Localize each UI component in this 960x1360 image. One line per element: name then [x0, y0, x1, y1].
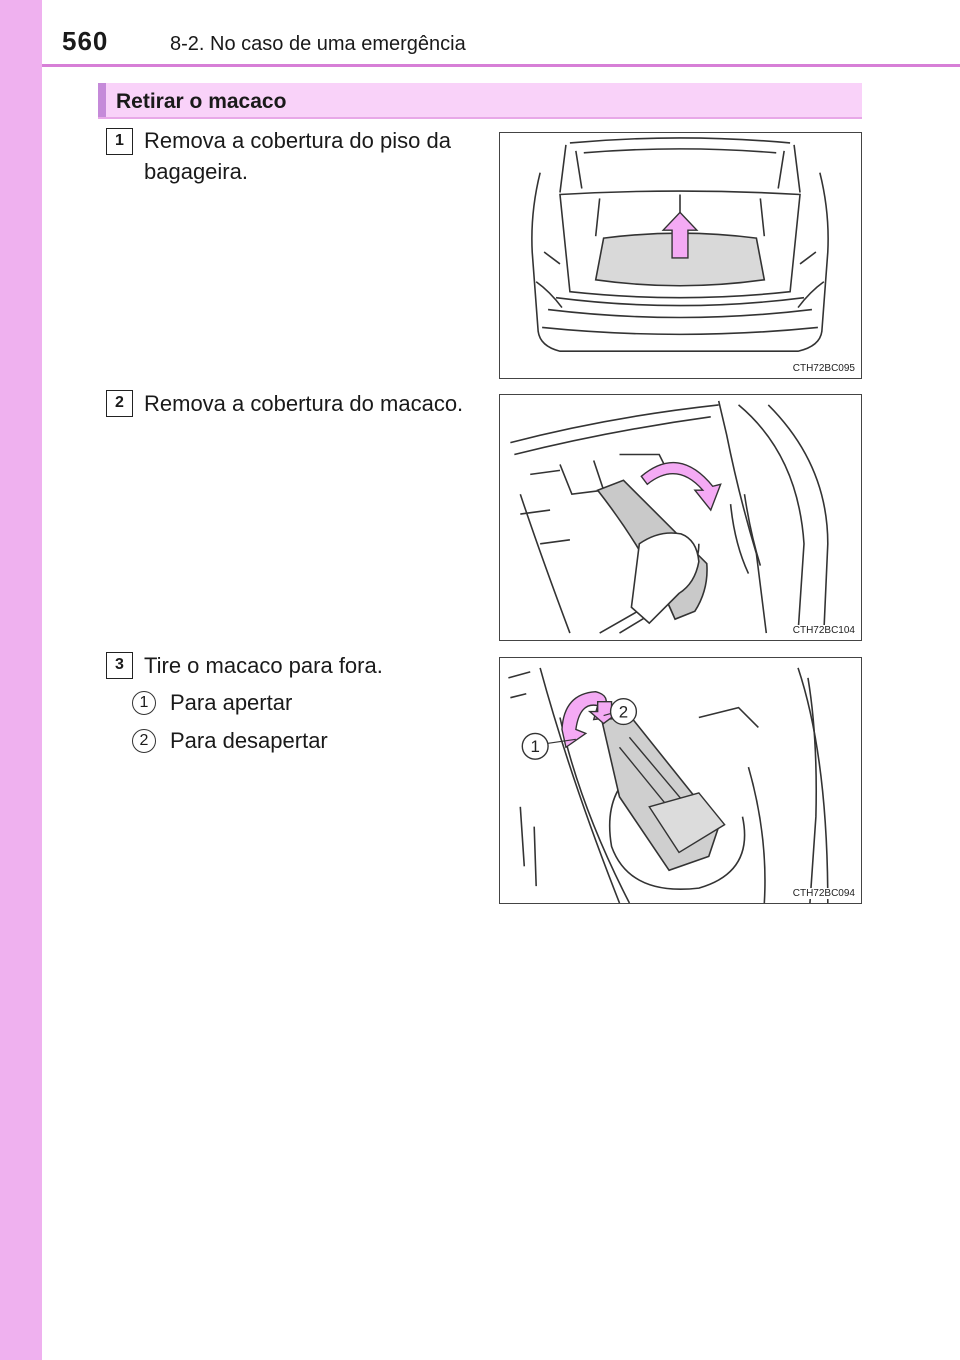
sub-item-number: 2 — [132, 729, 156, 753]
jack-removal-illustration: 1 2 — [508, 667, 829, 903]
step-3-text: Tire o macaco para fora. — [144, 653, 383, 678]
figure-code: CTH72BC095 — [791, 363, 856, 374]
figure-code: CTH72BC104 — [791, 625, 856, 636]
trunk-illustration — [531, 137, 829, 353]
section-title: Retirar o macaco — [116, 90, 287, 113]
header-rule — [42, 64, 960, 67]
side-color-band — [0, 0, 42, 1360]
callout-1-label: 1 — [530, 737, 539, 756]
figure-remove-jack: 1 2 CTH72BC094 — [499, 657, 862, 904]
section-heading-bar: Retirar o macaco — [98, 83, 862, 119]
chapter-title: 8-2. No caso de uma emergência — [170, 33, 466, 55]
step-1-number: 1 — [106, 128, 133, 155]
sub-item-text: Para apertar — [170, 690, 293, 715]
sub-item-number: 1 — [132, 691, 156, 715]
step-1-text: Remova a cobertura do piso da bagageira. — [144, 128, 451, 184]
jack-cover-illustration — [510, 400, 829, 634]
section-accent — [98, 83, 106, 117]
sub-item-text: Para desapertar — [170, 728, 328, 753]
step-2-number: 2 — [106, 390, 133, 417]
step-3-number: 3 — [106, 652, 133, 679]
page-number: 560 — [62, 26, 109, 56]
figure-code: CTH72BC094 — [791, 888, 856, 899]
callout-1-circle — [521, 732, 549, 760]
callout-2-circle — [609, 697, 638, 726]
callout-2-label: 2 — [619, 703, 628, 722]
figure-jack-cover: CTH72BC104 — [499, 394, 862, 641]
step-2-text: Remova a cobertura do macaco. — [144, 391, 464, 416]
figure-trunk-floor-cover: CTH72BC095 — [499, 132, 862, 379]
